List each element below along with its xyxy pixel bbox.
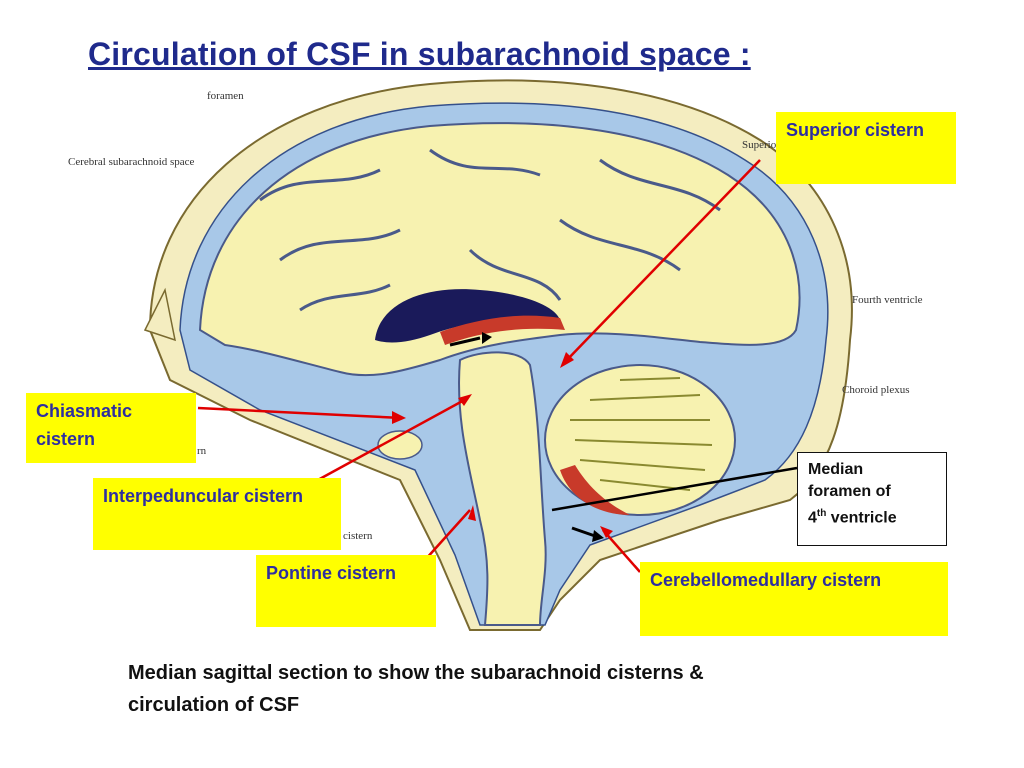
chiasmatic-cistern-label: Chiasmatic cistern: [26, 393, 196, 463]
frontal-sinus: [143, 287, 176, 342]
csf-flow-arrow-1: [449, 336, 481, 347]
cerebrum: [198, 122, 801, 377]
foramen-text: foramen: [207, 90, 244, 102]
choroid-strip: [440, 315, 565, 345]
fourth-ventricle-text: Fourth ventricle: [852, 294, 923, 306]
pontine-cistern-label: Pontine cistern: [256, 555, 436, 627]
cerebellum: [544, 364, 736, 516]
superior-cistern-label: Superior cistern: [776, 112, 956, 184]
rn-text: rn: [197, 445, 207, 457]
lateral-ventricle: [375, 289, 560, 343]
median-foramen-line3: 4th ventricle: [808, 508, 897, 527]
median-foramen-pointer: [551, 466, 798, 512]
pointer-lines: [197, 159, 761, 591]
cerebellum-red-edge: [560, 465, 630, 515]
page-title: Circulation of CSF in subarachnoid space…: [88, 36, 751, 72]
brainstem: [458, 351, 547, 626]
cerebellum-folia: [570, 377, 713, 491]
superio-text: Superio: [742, 139, 777, 151]
interpeduncular-cistern-label: Interpeduncular cistern: [93, 478, 341, 550]
cerebral-subarachnoid-text: Cerebral subarachnoid space: [68, 156, 195, 168]
cerebellomedullary-cistern-label: Cerebellomedullary cistern: [640, 562, 948, 636]
figure-caption: Median sagittal section to show the suba…: [128, 662, 704, 716]
gyri-lines: [259, 148, 721, 312]
cistern-text: cistern: [343, 530, 373, 542]
choroid-plexus-text: Choroid plexus: [842, 384, 910, 396]
median-foramen-label: Median foramen of 4th ventricle: [797, 452, 947, 546]
pituitary: [377, 430, 423, 460]
pointer-heads: [392, 352, 613, 538]
csf-flow-arrow-2: [571, 526, 596, 538]
